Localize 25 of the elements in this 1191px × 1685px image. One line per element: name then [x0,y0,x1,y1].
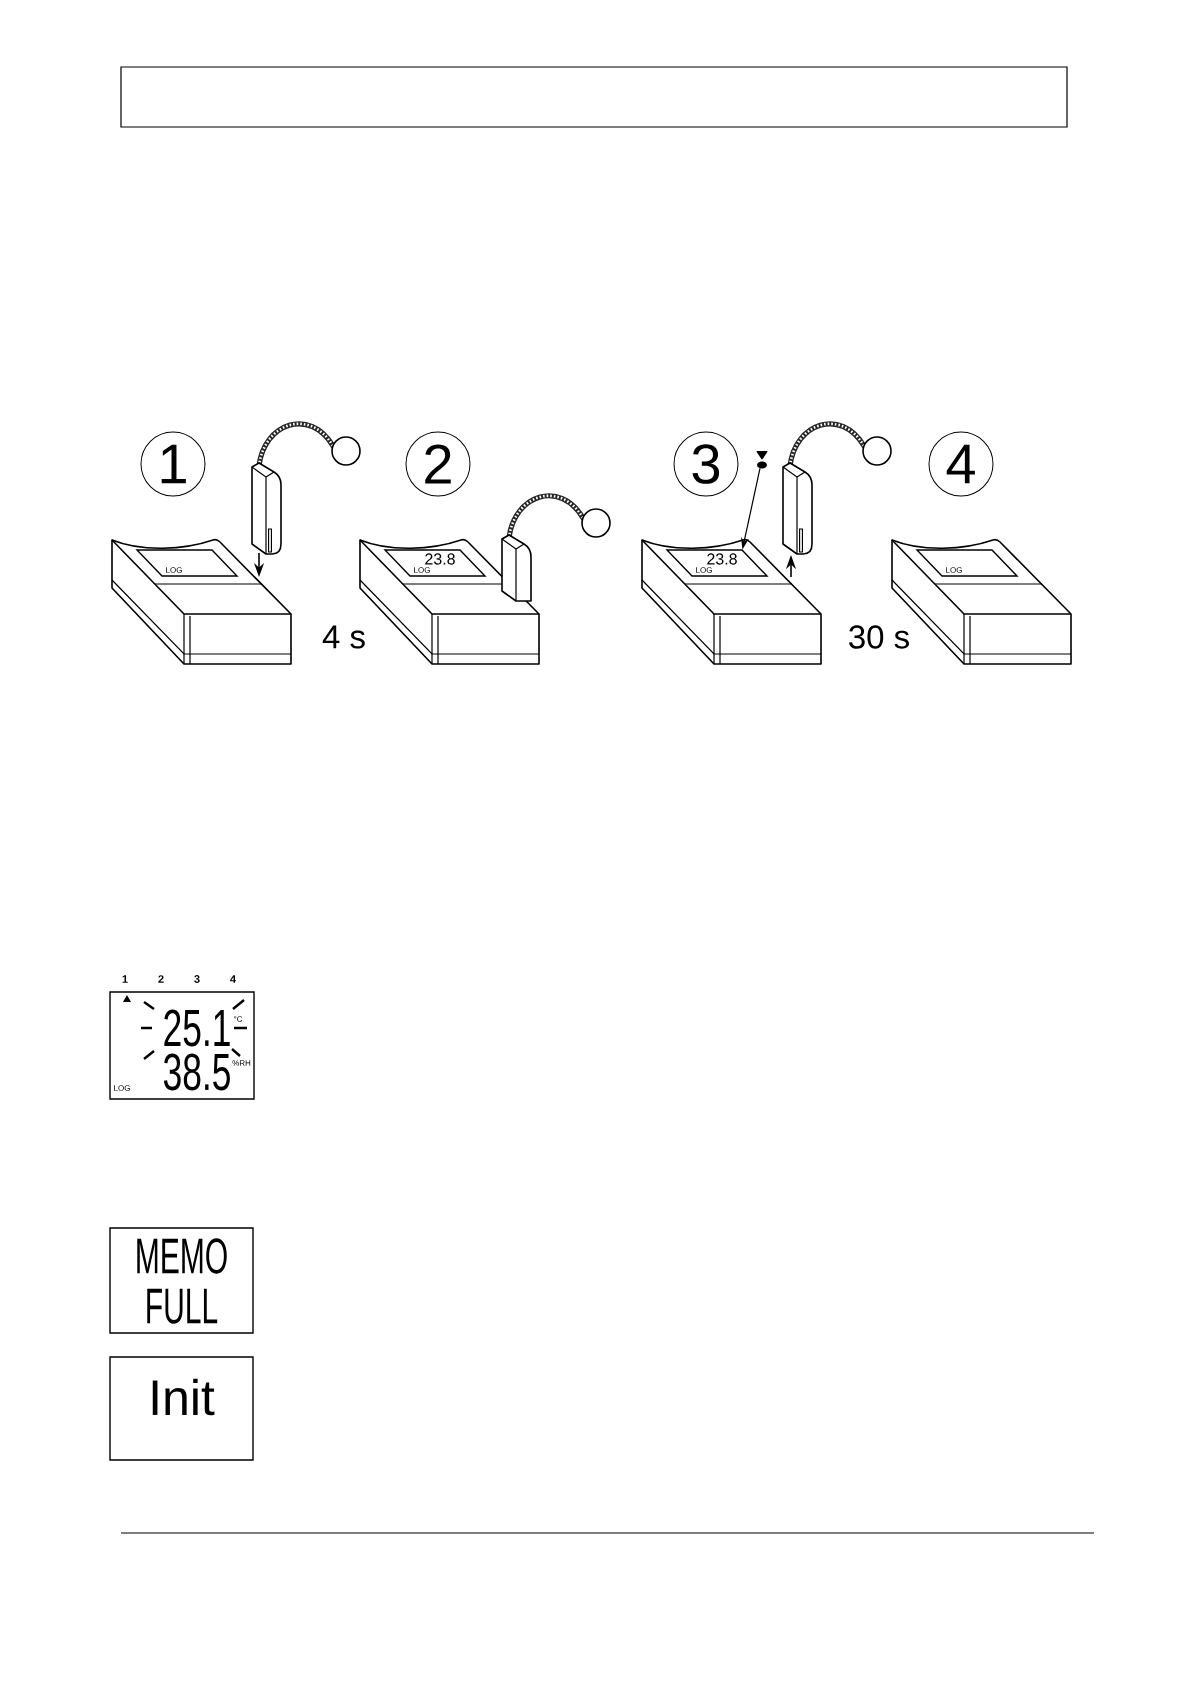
unit-label: %RH [232,1060,251,1066]
display-reading: 23.8 [707,553,737,565]
step-number: 4 [928,431,994,497]
mode-label: LOG [166,567,182,573]
mode-label: LOG [946,567,962,573]
lcd-reading: 38.5 [163,1053,230,1091]
hourglass-icon [756,451,768,469]
unit-label: °C [234,1016,243,1022]
mode-label: LOG [696,567,712,573]
mode-label: LOG [114,1085,130,1091]
empty-frame [120,66,1068,128]
mode-label: LOG [414,567,430,573]
lcd-reading: 25.1 [164,1009,230,1047]
step-number: 3 [673,431,739,497]
channel-number: 1 [122,975,128,983]
step-number: 1 [140,431,206,497]
channel-number: 2 [158,975,164,983]
duration-label: 4 s [322,625,365,649]
lcd-screen: MEMO FULL [109,1227,254,1334]
lcd-screen: Init [109,1356,254,1461]
channel-number: 3 [194,975,200,983]
step-number: 2 [405,431,471,497]
duration-label: 30 s [849,625,909,649]
channel-number: 4 [230,975,236,983]
display-reading: 23.8 [425,553,455,565]
